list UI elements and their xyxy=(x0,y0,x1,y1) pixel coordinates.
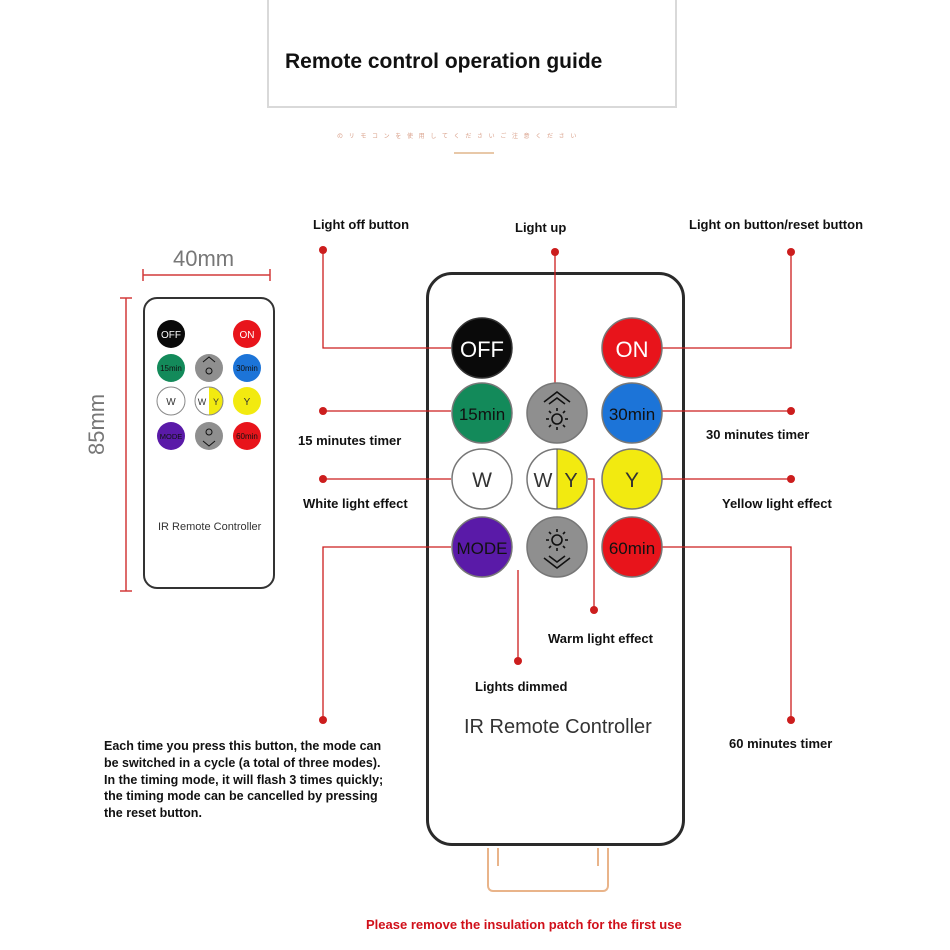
small-60min-button: 60min xyxy=(233,422,261,450)
mode-button[interactable]: MODE xyxy=(451,516,513,578)
off-button[interactable]: OFF xyxy=(451,317,513,379)
page-title: Remote control operation guide xyxy=(285,50,603,73)
off-button-label: OFF xyxy=(460,337,504,362)
small-yellow-label: Y xyxy=(244,397,251,408)
small-warm-label-y: Y xyxy=(213,397,219,407)
callout-warm: Warm light effect xyxy=(548,631,653,646)
small-off-button: OFF xyxy=(157,320,185,348)
callout-light-on: Light on button/reset button xyxy=(689,217,864,232)
small-remote-buttons: OFF ON 15min 30min W W xyxy=(156,320,261,450)
brightness-down-icon xyxy=(543,529,571,570)
white-light-label: W xyxy=(472,469,492,492)
mode-button-label: MODE xyxy=(457,539,508,558)
small-brightness-down-button xyxy=(195,422,223,450)
brightness-up-button[interactable] xyxy=(526,382,588,444)
mode-note-line: the reset button. xyxy=(104,806,202,821)
small-30min-label: 30min xyxy=(236,364,258,373)
small-15min-button: 15min xyxy=(157,354,185,382)
mode-note-line: In the timing mode, it will flash 3 time… xyxy=(104,772,384,787)
mode-note-line: Each time you press this button, the mod… xyxy=(104,739,382,753)
insulation-patch-edge-left xyxy=(497,848,499,866)
callout-dots xyxy=(319,246,795,724)
warm-light-label-w: W xyxy=(534,470,553,492)
small-remote-model-label: IR Remote Controller xyxy=(158,521,262,533)
insulation-patch xyxy=(487,848,609,892)
small-white-button: W xyxy=(156,386,186,416)
mode-note-line: the timing mode can be cancelled by pres… xyxy=(104,789,378,804)
small-warm-button: W Y xyxy=(194,386,224,416)
timer-15min-button[interactable]: 15min xyxy=(451,382,513,444)
timer-15min-label: 15min xyxy=(459,405,505,424)
small-brightness-up-button xyxy=(195,354,223,382)
small-brightness-down-icon xyxy=(202,428,216,447)
small-30min-button: 30min xyxy=(233,354,261,382)
small-on-button: ON xyxy=(233,320,261,348)
mode-note-line: be switched in a cycle (a total of three… xyxy=(104,755,381,770)
title-frame xyxy=(267,0,677,108)
small-mode-button: MODE xyxy=(157,422,185,450)
small-15min-label: 15min xyxy=(160,364,182,373)
small-brightness-up-icon xyxy=(202,356,216,375)
small-on-label: ON xyxy=(240,330,255,341)
callout-white: White light effect xyxy=(303,496,408,511)
dimension-lines xyxy=(120,269,271,592)
callout-light-up: Light up xyxy=(515,220,567,235)
callout-15min: 15 minutes timer xyxy=(298,433,402,448)
small-white-label: W xyxy=(166,397,176,408)
timer-60min-button[interactable]: 60min xyxy=(601,516,663,578)
mode-note: Each time you press this button, the mod… xyxy=(104,738,424,822)
on-button-label: ON xyxy=(616,337,649,362)
callout-lines xyxy=(322,250,792,720)
brightness-up-icon xyxy=(543,390,571,430)
small-60min-label: 60min xyxy=(236,432,258,441)
page-subtitle: の リ モ コ ン を 使 用 し て く だ さ い ご 注 意 く だ さ … xyxy=(337,134,579,140)
small-warm-label-w: W xyxy=(198,397,207,407)
callout-light-off: Light off button xyxy=(313,217,410,232)
callout-30min: 30 minutes timer xyxy=(706,427,810,442)
timer-30min-label: 30min xyxy=(609,405,655,424)
insulation-patch-edge-right xyxy=(597,848,599,866)
timer-60min-label: 60min xyxy=(609,539,655,558)
subtitle-divider xyxy=(454,152,494,154)
width-dimension-label: 40mm xyxy=(173,246,235,271)
yellow-light-button[interactable]: Y xyxy=(601,448,663,510)
callout-yellow: Yellow light effect xyxy=(722,496,832,511)
warm-light-label-y: Y xyxy=(564,470,577,492)
small-yellow-button: Y xyxy=(233,387,261,415)
insulation-warning: Please remove the insulation patch for t… xyxy=(366,917,682,932)
brightness-down-button[interactable] xyxy=(526,516,588,578)
yellow-light-label: Y xyxy=(625,469,639,492)
timer-30min-button[interactable]: 30min xyxy=(601,382,663,444)
callout-dimmed: Lights dimmed xyxy=(475,679,568,694)
warm-light-button[interactable]: W Y xyxy=(526,448,588,510)
remote-model-label: IR Remote Controller xyxy=(464,716,652,738)
small-off-label: OFF xyxy=(161,330,181,341)
white-light-button[interactable]: W xyxy=(451,448,513,510)
small-mode-label: MODE xyxy=(160,432,183,441)
on-button[interactable]: ON xyxy=(601,317,663,379)
callout-60min: 60 minutes timer xyxy=(729,736,833,751)
